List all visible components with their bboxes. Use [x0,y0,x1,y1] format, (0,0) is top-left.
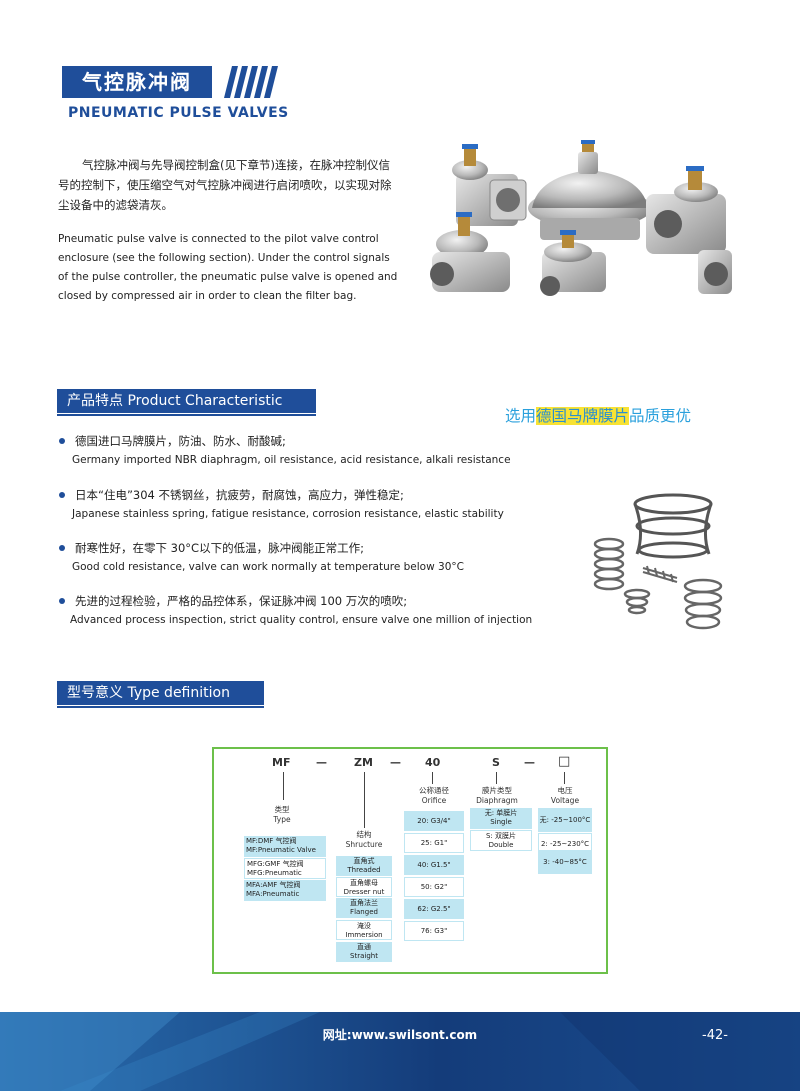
footer-website: 网址:www.swilsont.com [322,1028,478,1042]
connector-line [496,772,497,784]
orifice-cell: 40: G1.5" [404,855,464,875]
type-definition-diagram [212,747,608,974]
section-heading-characteristic: 产品特点 Product Characteristic [57,389,316,413]
feature-zh: 先进的过程检验，严格的品控体系，保证脉冲阀 100 万次的喷吹; [75,594,408,608]
code-s: S [492,756,500,769]
voltage-cell: 3: -40~85°C [538,850,592,874]
intro-text-zh: 气控脉冲阀与先导阀控制盒(见下章节)连接，在脉冲控制仪信号的控制下，使压缩空气对… [58,158,392,212]
code-dash: — [524,756,535,769]
code-box: □ [558,754,571,769]
connector-line [364,772,365,828]
connector-line [564,772,565,784]
intro-text-en: Pneumatic pulse valve is connected to th… [58,233,398,302]
slogan-suffix: 品质更优 [629,407,692,425]
code-dash: — [316,756,327,769]
feature-en: Japanese stainless spring, fatigue resis… [72,508,504,520]
code-zm: ZM [354,756,373,769]
page-subtitle: PNEUMATIC PULSE VALVES [68,105,289,121]
orifice-cell: 62: G2.5" [404,899,464,919]
bullet-icon [59,492,65,498]
footer-banner [0,1012,800,1091]
connector-line [432,772,433,784]
springs-product-image [593,493,723,630]
code-mf: MF [272,756,291,769]
section-heading-type-definition: 型号意义 Type definition [57,681,264,705]
feature-zh: 耐寒性好，在零下 30°C以下的低温，脉冲阀能正常工作; [75,541,364,555]
feature-en: Advanced process inspection, strict qual… [70,614,533,626]
title-stripes-decoration [224,66,278,98]
feature-zh: 日本“住电”304 不锈钢丝，抗疲劳，耐腐蚀，高应力，弹性稳定; [75,488,404,502]
slogan-highlight: 德国马牌膜片 [536,407,630,425]
orifice-cell: 76: G3" [404,921,464,941]
feature-en: Germany imported NBR diaphragm, oil resi… [72,454,511,466]
page-title: 气控脉冲阀 [82,70,192,94]
orifice-cell: 20: G3/4" [404,811,464,831]
feature-en: Good cold resistance, valve can work nor… [72,561,464,573]
section-underline [57,706,264,708]
connector-line [283,772,284,800]
bullet-icon [59,545,65,551]
slogan: 选用德国马牌膜片品质更优 [505,404,691,426]
page-number: -42- [702,1028,728,1043]
feature-zh: 德国进口马牌膜片，防油、防水、耐酸碱; [75,434,286,448]
slogan-prefix: 选用 [505,407,537,425]
code-dash: — [390,756,401,769]
bullet-icon [59,598,65,604]
code-40: 40 [425,756,441,769]
orifice-cell: 50: G2" [404,877,464,897]
title-background [62,66,212,98]
bullet-icon [59,438,65,444]
pulse-valves-product-image [430,140,732,296]
section-underline [57,414,316,416]
orifice-cell: 25: G1" [404,833,464,853]
voltage-cell: 无: -25~100°C [538,808,592,832]
